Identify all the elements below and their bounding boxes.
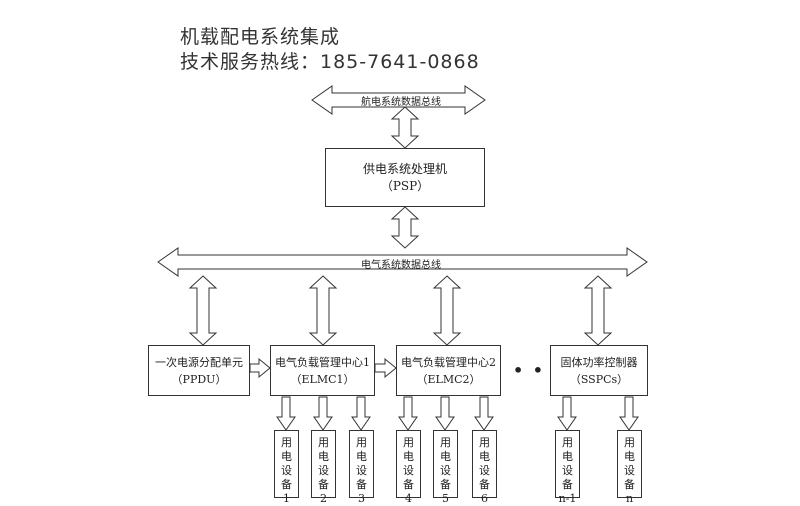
device-label-char: 备 [318,478,329,491]
device-label-char: 电 [562,450,573,463]
device-number: 5 [442,492,449,505]
ppdu-bus-link-arrow [188,275,218,346]
device-label-char: 电 [356,450,367,463]
device-6-feed-arrow [474,396,494,431]
device-label-char: 设 [281,464,292,477]
device-2-feed-arrow [313,396,333,431]
device-label-char: 用 [562,436,573,449]
device-label-char: 设 [318,464,329,477]
device-n-1-feed-arrow [557,396,577,431]
device-number: 3 [358,492,365,505]
device-label-char: 备 [624,478,635,491]
elmc2-box: 电气负载管理中心2 （ELMC2） [396,345,501,396]
ppdu-code: （PPDU） [171,372,227,386]
device-number: 1 [283,492,290,505]
device-label-char: 用 [440,436,451,449]
elmc1-code: （ELMC1） [290,372,355,386]
device-5-feed-arrow [435,396,455,431]
device-label-char: 电 [440,450,451,463]
elmc1-box: 电气负载管理中心1 （ELMC1） [270,345,375,396]
device-n-feed-arrow [619,396,639,431]
device-label-char: 备 [562,478,573,491]
device-number: 2 [320,492,327,505]
avionics-bus-label: 航电系统数据总线 [361,97,441,108]
device-4-feed-arrow [398,396,418,431]
device-label-char: 备 [479,478,490,491]
device-label-char: 电 [318,450,329,463]
device-label-char: 设 [562,464,573,477]
elmc1-to-elmc2-arrow [374,357,397,379]
elmc1-bus-link-arrow [308,275,338,346]
device-label-char: 设 [356,464,367,477]
ppdu-to-elmc1-arrow [249,357,271,379]
avionics-bus-arrow [311,85,486,115]
device-label-char: 备 [403,478,414,491]
device-label-char: 电 [624,450,635,463]
device-label-char: 用 [479,436,490,449]
ppdu-box: 一次电源分配单元 （PPDU） [148,345,250,396]
electrical-bus-arrow [157,247,648,277]
service-hotline: 技术服务热线：185-7641-0868 [180,51,480,73]
device-label-char: 设 [403,464,414,477]
device-number: n-1 [558,492,577,505]
sspc-box: 固体功率控制器 （SSPCs） [550,345,648,396]
device-label-char: 备 [356,478,367,491]
elmc2-bus-link-arrow [432,275,462,346]
device-number: n [625,492,634,505]
elmc2-code: （ELMC2） [416,372,481,386]
device-label-char: 设 [479,464,490,477]
ppdu-name: 一次电源分配单元 [155,355,243,369]
psp-name: 供电系统处理机 [362,161,447,176]
page-title: 机载配电系统集成 [180,26,341,48]
electrical-bus-label: 电气系统数据总线 [361,260,441,271]
device-label-char: 备 [281,478,292,491]
device-label-char: 备 [440,478,451,491]
device-label-char: 电 [479,450,490,463]
device-number: 4 [405,492,412,505]
device-label-char: 用 [403,436,414,449]
device-number: 6 [481,492,488,505]
sspc-name: 固体功率控制器 [560,355,638,369]
psp-electrical-link-arrow [390,206,420,249]
device-label-char: 电 [403,450,414,463]
psp-code: （PSP） [380,178,430,193]
psp-avionics-link-arrow [390,106,420,149]
device-label-char: 设 [624,464,635,477]
sspc-bus-link-arrow [583,275,613,346]
device-label-char: 设 [440,464,451,477]
device-label-char: 用 [281,436,292,449]
device-1-feed-arrow [276,396,296,431]
device-3-feed-arrow [351,396,371,431]
device-label-char: 用 [318,436,329,449]
sspc-code: （SSPCs） [569,372,629,386]
device-label-char: 电 [281,450,292,463]
elmc2-name: 电气负载管理中心2 [401,355,496,369]
device-label-char: 用 [356,436,367,449]
device-label-char: 用 [624,436,635,449]
elmc1-name: 电气负载管理中心1 [275,355,370,369]
psp-box: 供电系统处理机 （PSP） [325,148,485,207]
